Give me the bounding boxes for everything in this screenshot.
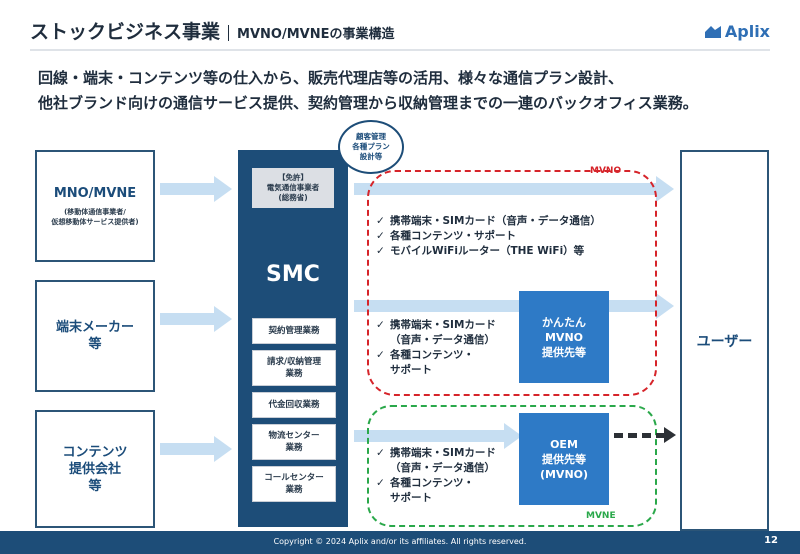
check-icon: ✓ [376, 215, 385, 227]
check-icon: ✓ [376, 230, 385, 242]
page-number: 12 [764, 535, 778, 546]
mvno-offer-list: ✓携帯端末・SIMカード（音声・データ通信） ✓各種コンテンツ・サポート ✓モバ… [376, 214, 646, 259]
callout-customer-management: 顧客管理 各種プラン 設計等 [338, 120, 404, 174]
title-divider [228, 25, 230, 41]
arrow-content-to-smc [160, 443, 214, 455]
check-icon: ✓ [376, 319, 385, 331]
arrow-head-user-mid [656, 293, 674, 319]
lead-line-2: 他社ブランド向けの通信サービス提供、契約管理から収納管理までの一連のバックオフィ… [38, 94, 698, 112]
dashed-arrow-head [664, 427, 676, 443]
list-item: ✓モバイルWiFiルーター（THE WiFi）等 [376, 245, 585, 257]
company-logo: Aplix [704, 22, 770, 41]
mvne-label: MVNE [586, 511, 616, 521]
logo-diamond-icon [704, 25, 721, 38]
easy-mvno-partner-box: かんたん MVNO 提供先等 [519, 291, 609, 383]
list-item: ✓携帯端末・SIMカード （音声・データ通信） [376, 447, 496, 474]
slide-title-row: ストックビジネス事業 MVNO/MVNEの事業構造 [30, 18, 394, 44]
arrow-head-mno [214, 176, 232, 202]
task-call-center: コールセンター 業務 [252, 466, 336, 502]
check-icon: ✓ [376, 447, 385, 459]
mvno-frame [367, 170, 657, 396]
task-contract-management: 契約管理業務 [252, 318, 336, 344]
list-item: ✓携帯端末・SIMカード （音声・データ通信） [376, 319, 496, 346]
check-icon: ✓ [376, 245, 385, 257]
arrow-maker-to-smc [160, 313, 214, 325]
slide-title: ストックビジネス事業 [30, 21, 221, 43]
footer-copyright: Copyright © 2024 Aplix and/or its affili… [273, 537, 527, 546]
arrow-head-content [214, 436, 232, 462]
mvno-partner-offer-list: ✓携帯端末・SIMカード （音声・データ通信） ✓各種コンテンツ・ サポート [376, 318, 516, 378]
source-maker-name: 端末メーカー 等 [55, 320, 134, 352]
oem-partner-box: OEM 提供先等 (MVNO) [519, 413, 609, 505]
logo-text: Aplix [724, 22, 770, 41]
arrow-head-maker [214, 306, 232, 332]
source-mno-name: MNO/MVNE [53, 186, 137, 201]
list-item: ✓各種コンテンツ・ サポート [376, 349, 474, 376]
task-logistics: 物流センター 業務 [252, 424, 336, 460]
list-item: ✓各種コンテンツ・サポート [376, 230, 516, 242]
lead-line-1: 回線・端末・コンテンツ等の仕入から、販売代理店等の活用、様々な通信プラン設計、 [38, 69, 624, 87]
arrow-mno-to-smc [160, 183, 214, 195]
source-mno-note: (移動体通信事業者/ 仮想移動体サービス提供者) [51, 208, 139, 226]
source-box-content: コンテンツ 提供会社 等 [35, 410, 155, 528]
source-box-maker: 端末メーカー 等 [35, 280, 155, 392]
arrow-smc-to-user-top [354, 183, 656, 195]
check-icon: ✓ [376, 477, 385, 489]
source-box-mno: MNO/MVNE (移動体通信事業者/ 仮想移動体サービス提供者) [35, 150, 155, 262]
task-collection: 代金回収業務 [252, 392, 336, 418]
license-box: 【免許】 電気通信事業者 (総務省) [252, 168, 334, 208]
dashed-arrow-oem-to-user [614, 433, 668, 438]
arrow-head-user-top [656, 176, 674, 202]
arrow-head-oem [504, 423, 522, 449]
user-box: ユーザー [680, 150, 769, 531]
slide-subtitle: MVNO/MVNEの事業構造 [237, 27, 395, 42]
task-billing-management: 請求/収納管理 業務 [252, 350, 336, 386]
mvne-offer-list: ✓携帯端末・SIMカード （音声・データ通信） ✓各種コンテンツ・ サポート [376, 446, 516, 506]
title-underline [30, 49, 770, 51]
arrow-smc-to-oem [354, 430, 504, 442]
check-icon: ✓ [376, 349, 385, 361]
list-item: ✓携帯端末・SIMカード（音声・データ通信） [376, 215, 601, 227]
mvne-frame [367, 405, 657, 527]
footer-bar [0, 531, 800, 554]
list-item: ✓各種コンテンツ・ サポート [376, 477, 474, 504]
source-content-name: コンテンツ 提供会社 等 [62, 444, 128, 494]
mvno-label: MVNO [590, 166, 622, 176]
smc-title: SMC [266, 262, 320, 287]
user-label: ユーザー [696, 333, 753, 350]
lead-text: 回線・端末・コンテンツ等の仕入から、販売代理店等の活用、様々な通信プラン設計、 … [38, 66, 778, 116]
